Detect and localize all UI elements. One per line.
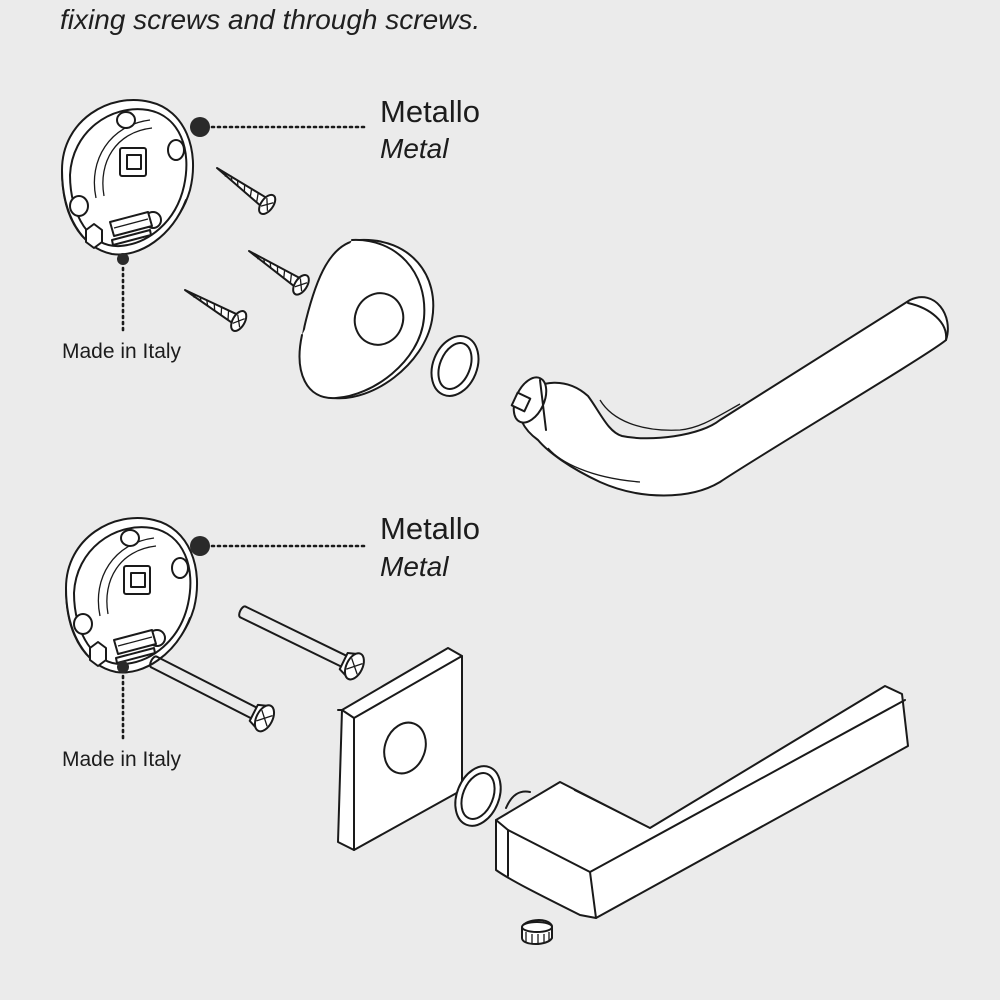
material-label-english-1: Metal — [380, 133, 449, 164]
material-label-italian-2: Metallo — [380, 511, 480, 546]
material-label-italian-1: Metallo — [380, 94, 480, 129]
base-plate-1 — [61, 98, 195, 256]
ring-washer-2 — [454, 765, 502, 827]
base-plate-2 — [65, 516, 199, 674]
origin-label-1: Made in Italy — [62, 340, 182, 363]
callout-dot-2 — [190, 536, 210, 556]
assembly-1 — [61, 98, 949, 497]
ring-washer-1 — [430, 335, 480, 397]
square-lever — [495, 685, 909, 919]
through-bolt-1 — [233, 597, 369, 684]
screw-1a — [209, 158, 280, 218]
square-rose-cover — [337, 647, 463, 851]
grub-screw — [521, 919, 553, 945]
intro-text: fixing screws and through screws. — [60, 4, 481, 35]
round-lever — [510, 296, 949, 497]
callout-dot-1 — [190, 117, 210, 137]
through-bolt-2 — [143, 647, 279, 736]
screw-1b — [242, 240, 314, 299]
round-rose-cover — [298, 238, 435, 400]
assembly-2 — [65, 516, 909, 945]
origin-dot-1 — [117, 253, 129, 265]
material-label-english-2: Metal — [380, 551, 449, 582]
screw-1c — [178, 279, 251, 335]
origin-label-2: Made in Italy — [62, 748, 182, 771]
origin-dot-2 — [117, 661, 129, 673]
